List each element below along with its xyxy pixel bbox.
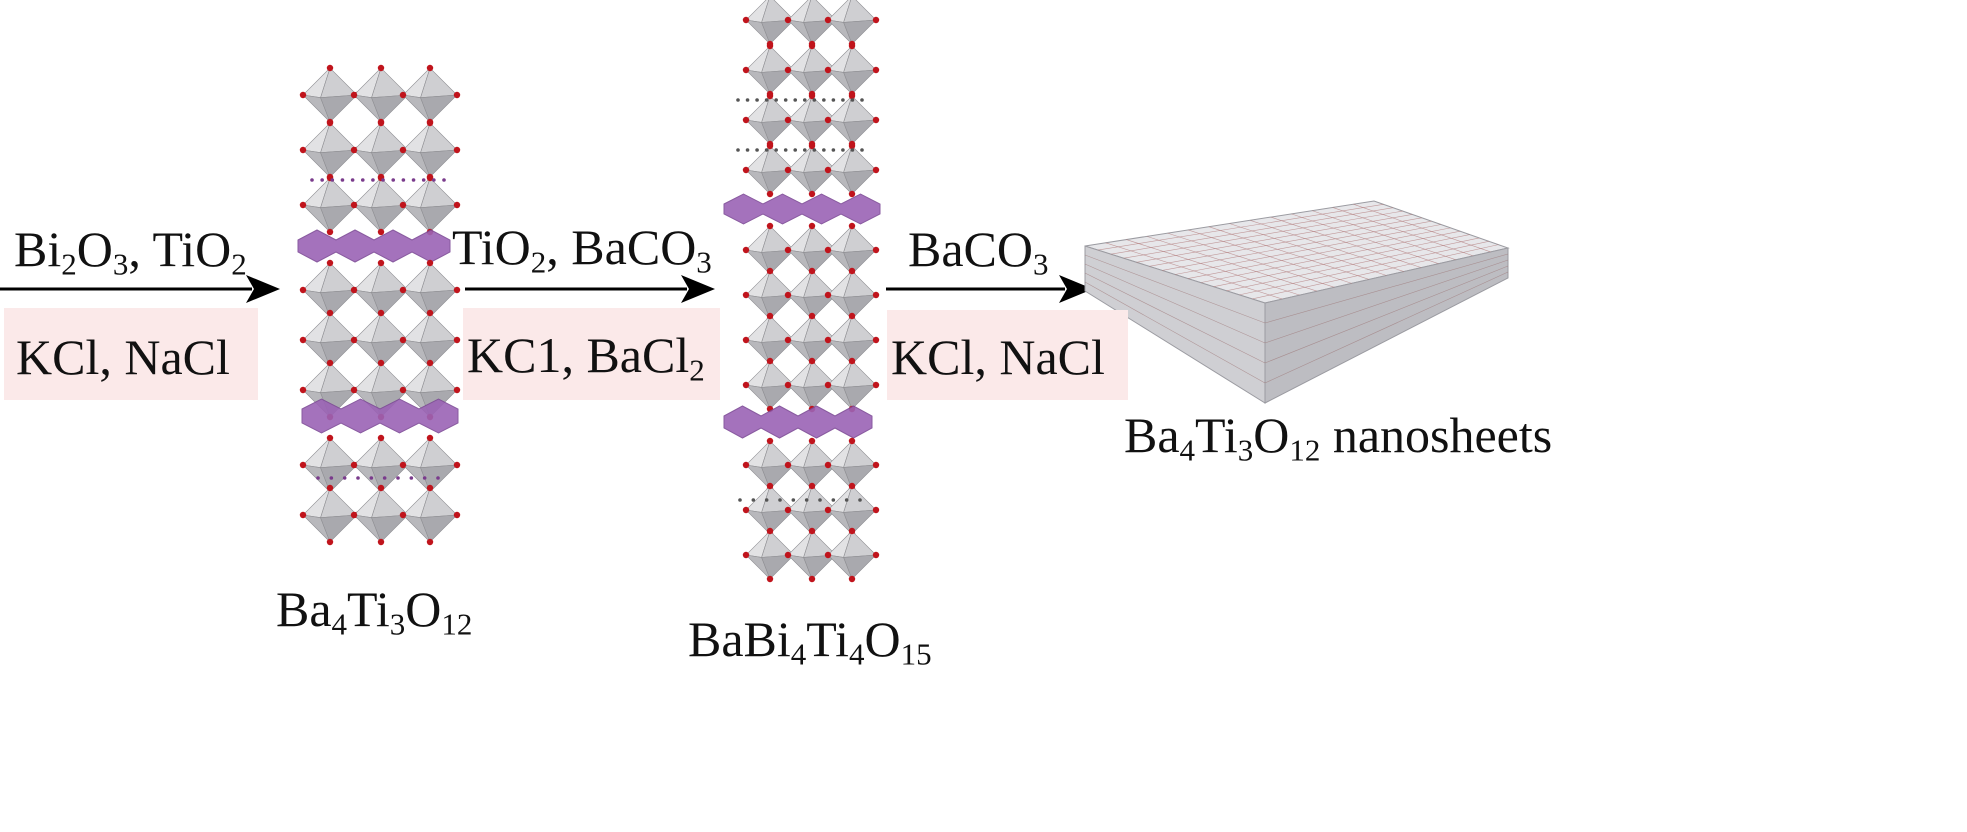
step2-salts: KC1, BaCl2	[467, 327, 705, 388]
step3-reagents: BaCO3	[908, 221, 1049, 282]
bi2o2-layer	[723, 405, 873, 439]
reaction-arrow-3	[886, 275, 1093, 303]
octahedron	[742, 222, 798, 278]
step2-reagents: TiO2, BaCO3	[452, 219, 712, 280]
octahedron	[350, 174, 412, 236]
octahedron	[299, 64, 361, 126]
octahedron	[824, 42, 880, 98]
octahedron	[824, 527, 880, 583]
product-babi4ti4o15-label: BaBi4Ti4O15	[688, 611, 932, 672]
octahedron	[299, 174, 361, 236]
octahedron	[824, 0, 880, 48]
step1-salt-box	[4, 308, 258, 400]
bi2o2-layer	[301, 398, 459, 434]
reaction-arrows	[0, 275, 1093, 303]
octahedron	[784, 0, 840, 48]
nanosheet-slab	[1084, 200, 1510, 404]
octahedron	[350, 484, 412, 546]
octahedron	[784, 357, 840, 413]
octahedron	[350, 64, 412, 126]
product-nanosheets-label: Ba4Ti3O12 nanosheets	[1124, 407, 1553, 468]
octahedron	[399, 64, 461, 126]
ba4ti3o12-crystal-structure	[297, 64, 461, 546]
octahedron	[350, 309, 412, 371]
babi4ti4o15-crystal-structure	[723, 0, 881, 583]
reaction-arrow-2	[465, 275, 715, 303]
reaction-arrow-1	[0, 275, 280, 303]
octahedron	[784, 527, 840, 583]
step1-salts: KCl, NaCl	[16, 329, 230, 385]
octahedron	[742, 0, 798, 48]
octahedron	[399, 119, 461, 181]
bi2o2-layer	[723, 193, 881, 225]
octahedron	[742, 42, 798, 98]
octahedron	[742, 357, 798, 413]
octahedron	[742, 527, 798, 583]
octahedron	[399, 484, 461, 546]
octahedron	[824, 92, 880, 148]
octahedron	[824, 222, 880, 278]
octahedron	[824, 357, 880, 413]
bi2o2-layer	[297, 229, 451, 263]
octahedron	[299, 484, 361, 546]
octahedron	[784, 142, 840, 198]
nanosheet-structure	[1084, 200, 1510, 404]
octahedron	[784, 222, 840, 278]
step1-reagents: Bi2O3, TiO2	[14, 221, 247, 282]
octahedron	[784, 42, 840, 98]
octahedron	[399, 259, 461, 321]
octahedron	[742, 92, 798, 148]
product-ba4ti3o12-label: Ba4Ti3O12	[276, 581, 473, 642]
octahedron	[742, 142, 798, 198]
octahedron	[824, 142, 880, 198]
step3-salts: KCl, NaCl	[891, 329, 1105, 385]
octahedron	[784, 92, 840, 148]
step2-salt-box	[463, 308, 720, 400]
step3-salt-box	[887, 310, 1128, 400]
